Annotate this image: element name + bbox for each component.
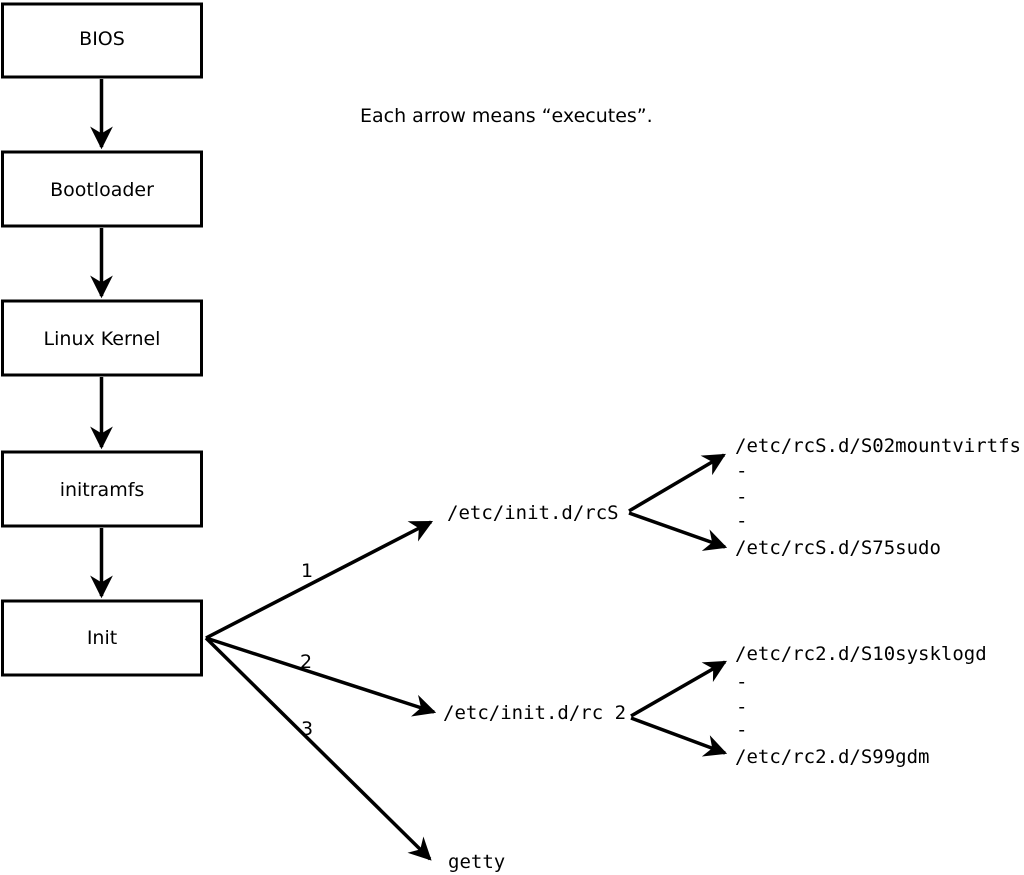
arrow-order-label-2: 2 (300, 651, 312, 673)
rcs-ellipsis-dash-3: - (736, 510, 747, 532)
arrow-rc2-to-first-script (630, 660, 727, 718)
init-box-label: Init (87, 627, 117, 649)
rc2-ellipsis-dash-3: - (736, 719, 747, 741)
bios-box-label: BIOS (79, 28, 125, 50)
arrow-order-label-1: 1 (301, 560, 313, 582)
initramfs-box (1, 450, 203, 528)
rcs-ellipsis-dash-2: - (736, 486, 747, 508)
node-rc2: /etc/init.d/rc 2 (443, 702, 626, 724)
initramfs-box-label: initramfs (60, 479, 145, 501)
bios-box (1, 2, 203, 79)
arrow-init-to-rcs (205, 520, 434, 640)
node-rcs: /etc/init.d/rcS (447, 502, 619, 524)
boot-chain: BIOS Bootloader Linux Kernel initramfs I… (1, 2, 203, 677)
node-getty: getty (448, 851, 505, 873)
arrow-order-label-3: 3 (301, 718, 313, 740)
node-rcs-last-script: /etc/rcS.d/S75sudo (735, 537, 941, 559)
diagram-caption: Each arrow means “executes”. (360, 105, 653, 127)
rc2-ellipsis-dash-2: - (736, 696, 747, 718)
bootloader-box (1, 150, 203, 228)
init-box (1, 599, 203, 677)
rcs-scripts-fanout: /etc/rcS.d/S02mountvirtfs - - - /etc/rcS… (628, 435, 1021, 559)
rc2-ellipsis-dash-1: - (736, 671, 747, 693)
arrow-rc2-to-last-script (630, 716, 728, 757)
init-fanout: 1 2 3 /etc/init.d/rcS /etc/init.d/rc 2 g… (204, 502, 626, 873)
arrow-rcs-to-first-script (628, 453, 726, 513)
rcs-ellipsis-dash-1: - (736, 460, 747, 482)
arrow-init-to-rc2 (205, 636, 437, 717)
arrow-rcs-to-last-script (628, 511, 728, 551)
linux-kernel-box (1, 299, 203, 377)
node-rc2-last-script: /etc/rc2.d/S99gdm (735, 746, 929, 768)
linux-kernel-box-label: Linux Kernel (44, 328, 161, 350)
node-rcs-first-script: /etc/rcS.d/S02mountvirtfs (735, 435, 1021, 457)
node-rc2-first-script: /etc/rc2.d/S10sysklogd (735, 643, 987, 665)
bootloader-box-label: Bootloader (50, 179, 154, 201)
arrow-init-to-getty (204, 636, 432, 861)
rc2-scripts-fanout: /etc/rc2.d/S10sysklogd - - - /etc/rc2.d/… (630, 643, 987, 768)
